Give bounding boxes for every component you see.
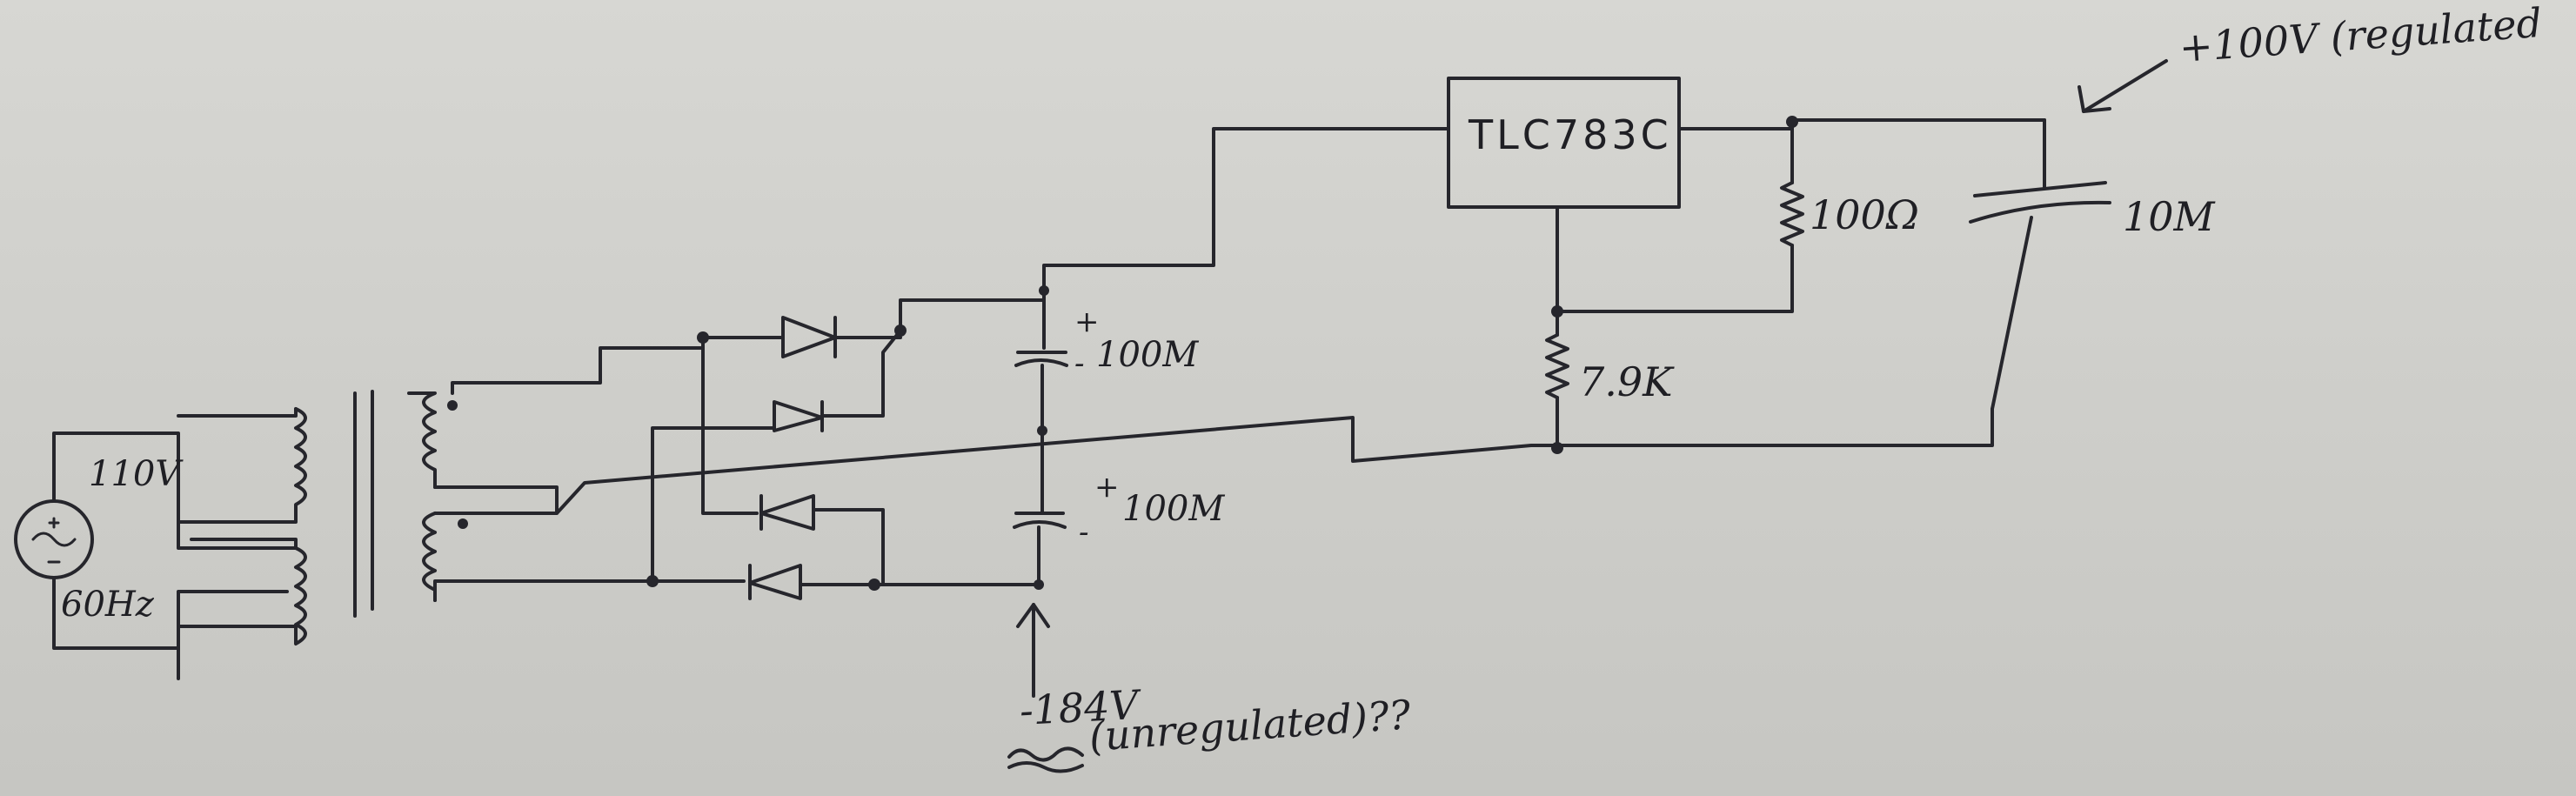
capacitor-upper-icon [1014, 351, 1068, 367]
transformer-core-icon [353, 390, 374, 618]
diode-4-icon [748, 564, 802, 600]
node-negative-output [1034, 579, 1044, 590]
wire-d3-out [812, 508, 885, 586]
label-source-frequency: 60Hz [61, 585, 154, 625]
wire-center-tap [433, 407, 1994, 515]
diode-1-icon [781, 316, 837, 358]
label-cap-upper-plus: + [1074, 304, 1100, 339]
label-cap-lower-plus: + [1094, 470, 1120, 505]
ac-source-icon [14, 499, 94, 579]
wire-cap2-bottom [873, 525, 1040, 586]
transformer-secondary-upper-icon [407, 391, 458, 489]
arrow-regulated-icon [2078, 59, 2168, 113]
label-source-voltage: 110V [89, 454, 181, 494]
arrow-unregulated-icon [1016, 603, 1050, 698]
label-cap-lower-minus: - [1079, 515, 1089, 550]
transformer-secondary-lower-icon [422, 512, 468, 602]
transformer-primary-lower-icon [177, 538, 307, 645]
wire-regulator-out [1677, 118, 2046, 130]
wire-r-top-b [1556, 244, 1794, 313]
label-cap-upper-minus: - [1074, 346, 1085, 381]
label-cap-lower: 100M [1122, 489, 1225, 529]
wire-d2-out [820, 329, 902, 418]
label-resistor-7-9k: 7.9K [1579, 358, 1673, 405]
regulator-box [1447, 77, 1681, 209]
wire-source-top [52, 431, 298, 550]
capacitor-output-icon [1969, 181, 2111, 224]
crossed-out-scribble [1007, 746, 1084, 773]
resistor-100-icon [1780, 181, 1804, 247]
label-cap-upper: 100M [1096, 335, 1199, 375]
node-ground [1551, 442, 1563, 454]
wire-cout-bottom [1991, 216, 2033, 411]
label-regulator: TLC783C [1469, 111, 1672, 158]
resistor-7-9k-icon [1545, 333, 1569, 399]
label-capacitor-output: 10M [2123, 193, 2215, 240]
capacitor-lower-icon [1013, 512, 1067, 529]
wire-secondary-top [451, 346, 705, 395]
label-resistor-100: 100Ω [1810, 191, 1919, 238]
transformer-primary-upper-icon [177, 407, 307, 524]
diode-2-icon [773, 400, 824, 432]
wire-d3-in [701, 336, 759, 515]
wire-secondary-bottom [433, 579, 654, 602]
diode-3-icon [759, 494, 815, 531]
wire-d2-in [651, 426, 776, 583]
wire-positive-rail [899, 127, 1450, 332]
